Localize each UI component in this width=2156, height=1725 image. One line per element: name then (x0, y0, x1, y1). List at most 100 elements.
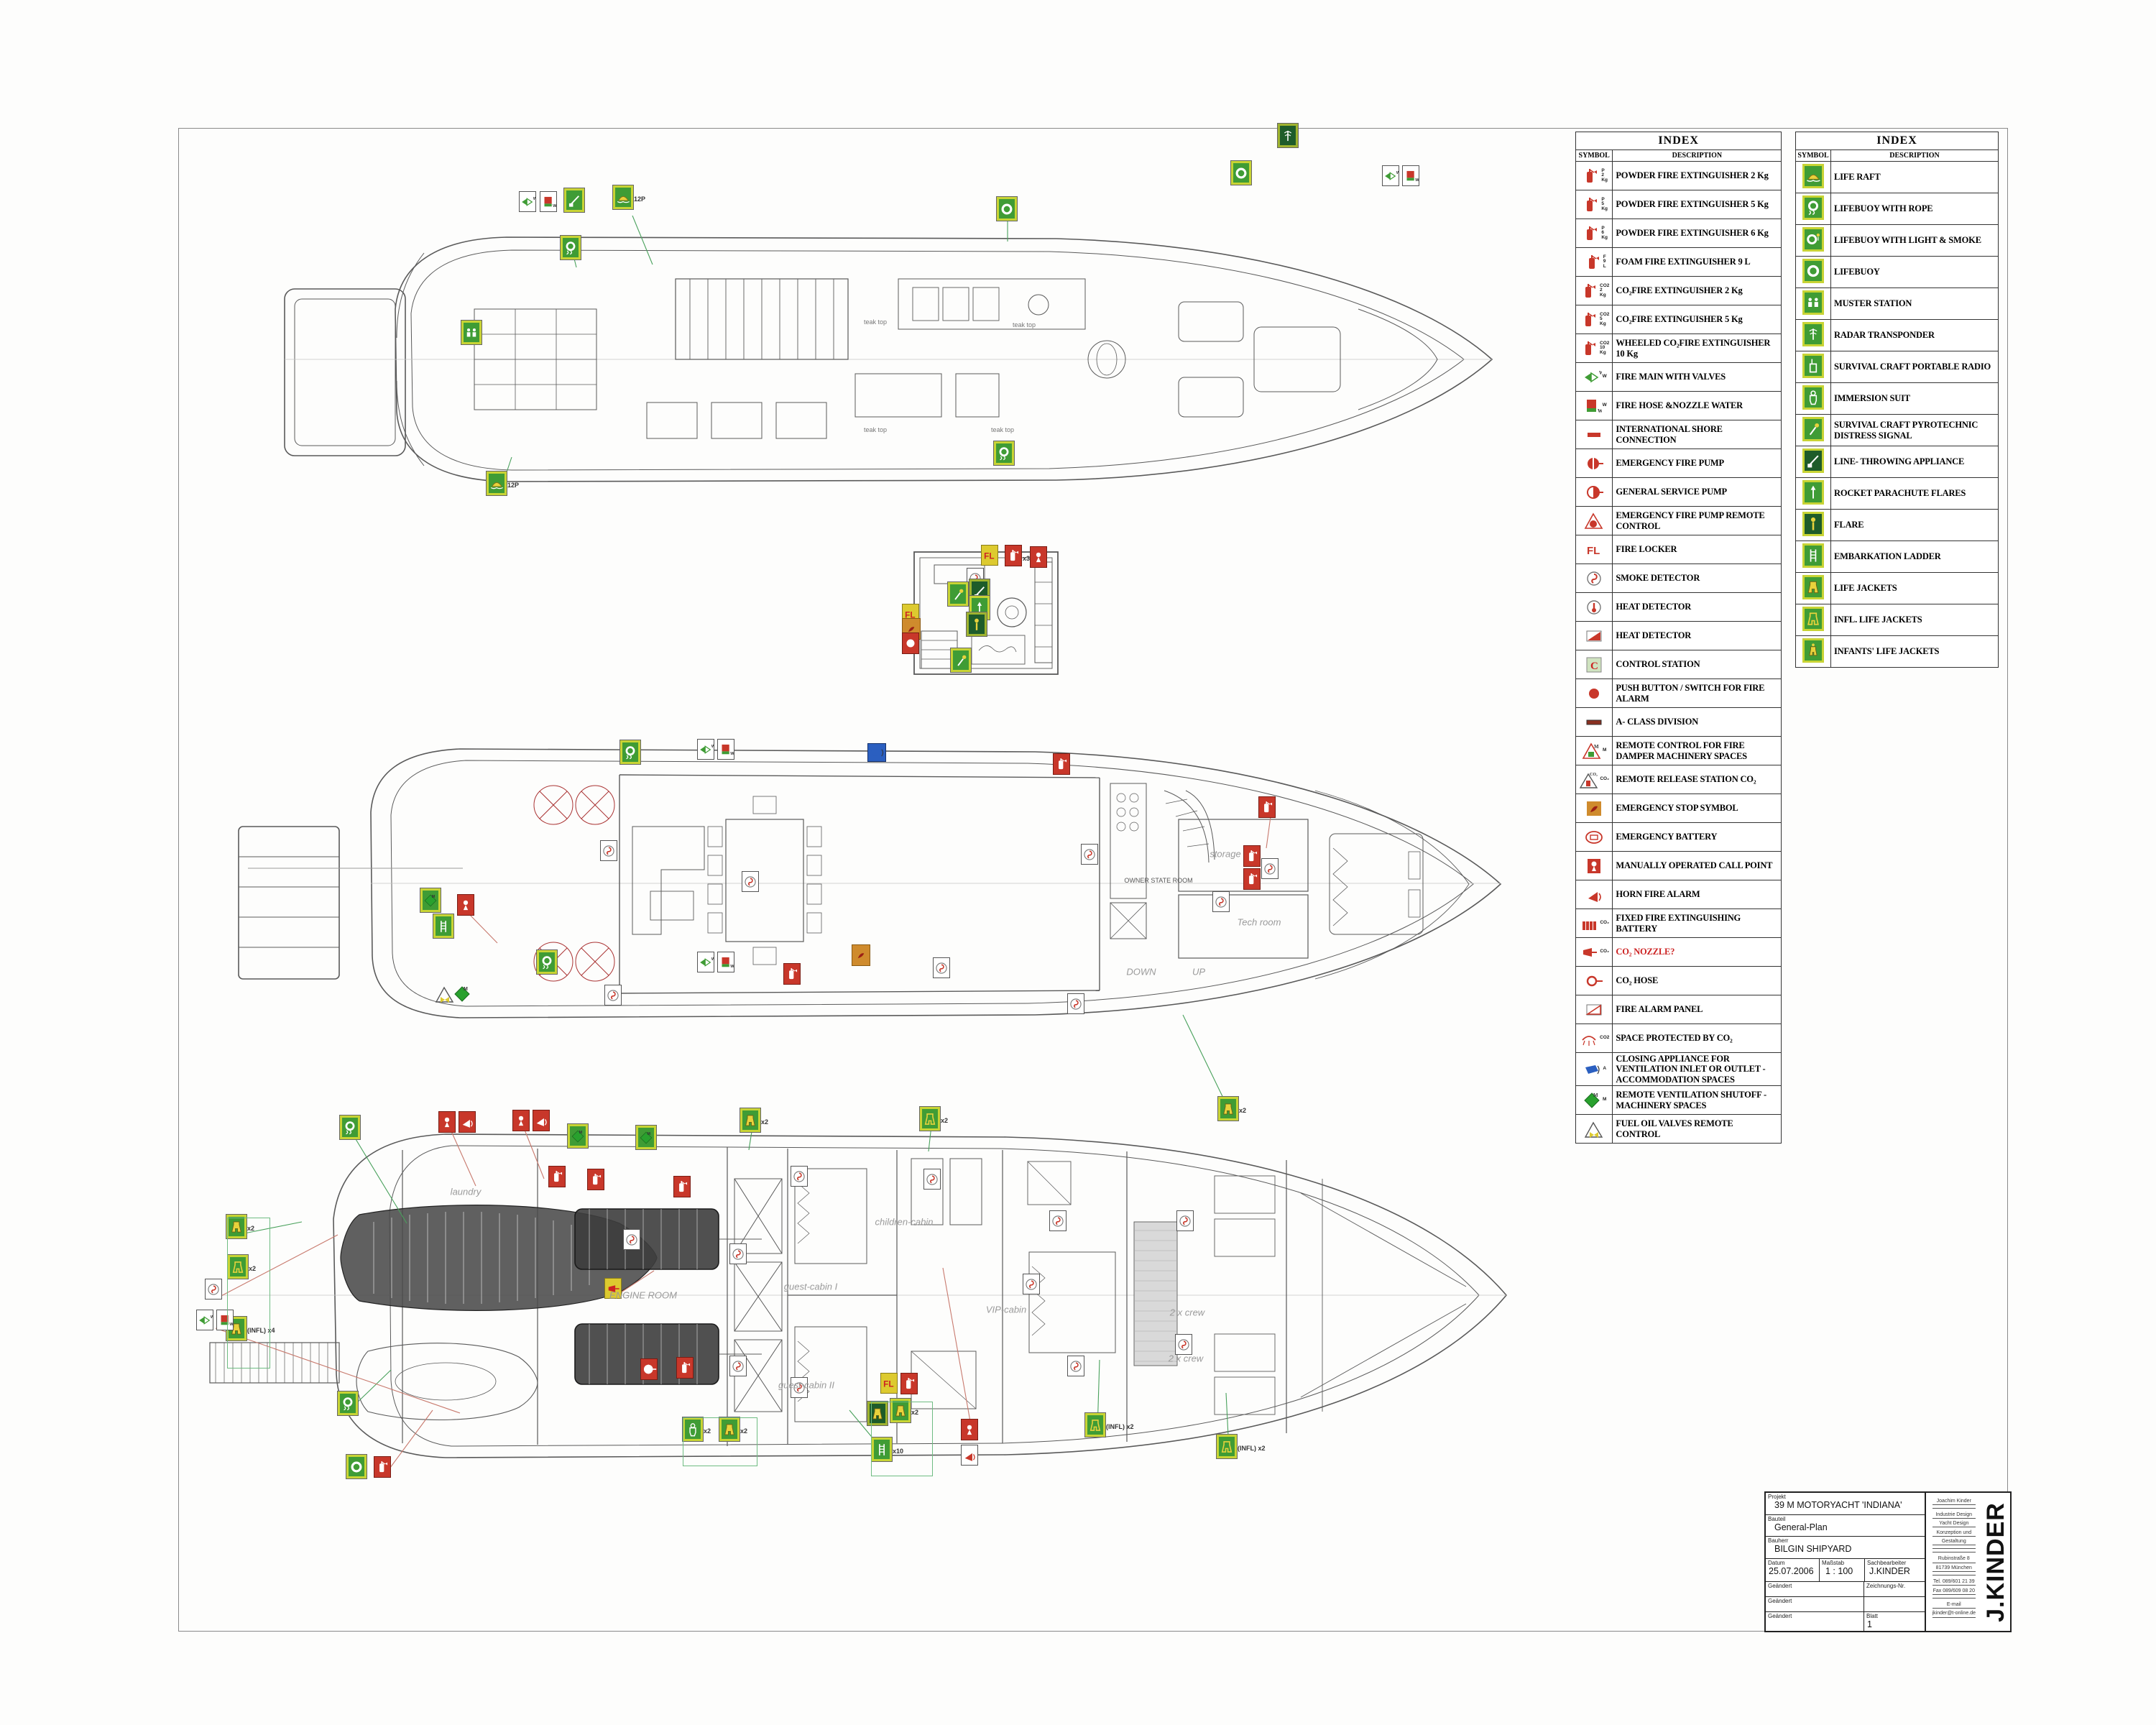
fh-marker-icon: W (540, 191, 557, 212)
svg-text:W: W (229, 1322, 233, 1327)
lbuoy-marker-icon (346, 1454, 367, 1479)
co2space-icon: CO2 (1575, 1024, 1613, 1053)
svg-text:W: W (1598, 408, 1602, 414)
empump-icon (1575, 448, 1613, 478)
mocp-icon (1575, 851, 1613, 880)
title-block: Projekt 39 M MOTORYACHT 'INDIANA' Bautei… (1764, 1491, 2012, 1632)
sdet-marker-icon (1175, 1334, 1192, 1355)
isc-icon (1575, 420, 1613, 449)
fap-icon (1575, 995, 1613, 1024)
lbrope-marker-icon (536, 949, 558, 975)
sdet-marker-icon (1081, 844, 1098, 865)
ebat-icon (1575, 822, 1613, 852)
index-fire-row-desc: CLOSING APPLIANCE FOR VENTILATION INLET … (1612, 1052, 1782, 1087)
fl-marker-icon: FL (880, 1373, 898, 1394)
index-fire-row-desc: REMOTE RELEASE STATION CO₂ (1612, 765, 1782, 794)
ext-marker-icon (374, 1456, 391, 1478)
co2noz-marker-icon (604, 1278, 622, 1299)
marker-count-label: 12P (634, 196, 646, 203)
index-lsa-row: INFL. LIFE JACKETS (1795, 604, 1999, 636)
index-fire-row-desc: WHEELED CO₂FIRE EXTINGUISHER 10 Kg (1612, 334, 1782, 363)
bauteil-label: Bauteil (1768, 1515, 1786, 1522)
sdet-marker-icon (742, 871, 759, 892)
index-lsa-row-desc: LIFEBUOY WITH ROPE (1830, 193, 1999, 225)
marker-count-label: x2 (249, 1265, 257, 1272)
index-fire-row: EMERGENCY FIRE PUMP (1575, 448, 1782, 478)
svg-text:M: M (1594, 744, 1599, 750)
index-lsa-row: LIFEBUOY WITH ROPE (1795, 193, 1999, 225)
ext-marker-icon (783, 963, 801, 985)
lbuoy-marker-icon (1230, 160, 1252, 185)
mocp-marker-icon (961, 1419, 978, 1440)
index-lsa-row-desc: FLARE (1830, 509, 1999, 541)
title-block-fields: Projekt 39 M MOTORYACHT 'INDIANA' Bautei… (1766, 1493, 1926, 1631)
index-fire-row-desc: REMOTE CONTROL FOR FIRE DAMPER MACHINERY… (1612, 736, 1782, 765)
index-fire-row-desc: EMERGENCY STOP SYMBOL (1612, 794, 1782, 823)
marker-count-label: x2 (761, 1118, 769, 1126)
index-fire-row-desc: FIRE ALARM PANEL (1612, 995, 1782, 1024)
index-fire-row-desc: FIXED FIRE EXTINGUISHING BATTERY (1612, 908, 1782, 938)
datum-value: 25.07.2006 (1769, 1565, 1814, 1576)
sachbearbeiter-label: Sachbearbeiter (1867, 1559, 1907, 1566)
designer-stamp-line: 81739 München (1932, 1565, 1976, 1573)
index-lsa-row: LIFEBUOY WITH LIGHT & SMOKE (1795, 224, 1999, 257)
index-lsa-row-desc: LIFEBUOY WITH LIGHT & SMOKE (1830, 224, 1999, 257)
index-lsa-row: LIFE JACKETS (1795, 572, 1999, 604)
sdet-marker-icon (1067, 1356, 1084, 1376)
rocket-icon (1795, 477, 1831, 510)
room-label: laundry (450, 1186, 482, 1197)
index-lsa-row: EMBARKATION LADDER (1795, 540, 1999, 573)
marker-count-label: (INFL) x4 (247, 1327, 275, 1334)
marker-count-label: x10 (893, 1448, 904, 1455)
index-lsa-row-desc: SURVIVAL CRAFT PORTABLE RADIO (1830, 351, 1999, 383)
room-label: teak top (863, 426, 888, 433)
fl-icon: FL (1575, 535, 1613, 564)
index-lsa-row-desc: ROCKET PARACHUTE FLARES (1830, 477, 1999, 510)
svg-text:W: W (711, 744, 714, 748)
geaendert-label-1: Geändert (1768, 1582, 1792, 1589)
sdet-marker-icon (604, 985, 622, 1006)
raft-marker-icon: 12P (612, 185, 646, 210)
room-label: OWNER STATE ROOM (1124, 877, 1193, 884)
lblight-icon (1795, 224, 1831, 257)
blatt-value: 1 (1867, 1619, 1872, 1629)
bauherr-label: Bauherr (1768, 1537, 1789, 1545)
designer-stamp-line: E-mail (1932, 1601, 1976, 1609)
mocp-marker-icon (512, 1110, 530, 1131)
sdet-marker-icon (1049, 1210, 1067, 1231)
estop-marker-icon (852, 944, 870, 966)
sdet-marker-icon (933, 957, 950, 978)
room-label: VIP-cabin (985, 1304, 1027, 1315)
ext-marker-icon (676, 1357, 694, 1379)
index-fire-row-desc: HORN FIRE ALARM (1612, 880, 1782, 909)
room-label: teak top (990, 426, 1015, 433)
room-label: ENGINE ROOM (609, 1289, 677, 1301)
divider (1932, 1548, 1976, 1550)
fov-icon (1575, 1114, 1613, 1144)
index-lsa-row-desc: LIFE JACKETS (1830, 572, 1999, 604)
svg-text:M: M (1593, 1092, 1598, 1098)
room-label: guest-cabin I (783, 1281, 838, 1292)
imm-marker-icon: x2 (682, 1417, 711, 1442)
ext-marker-icon (900, 1373, 918, 1394)
index-lsa-row-desc: INFANTS' LIFE JACKETS (1830, 635, 1999, 668)
mocp-marker-icon (1030, 546, 1047, 568)
lj-marker-icon: (INFL) x4 (226, 1316, 275, 1341)
marker-count-label: x2 (704, 1427, 711, 1435)
marker-group-frame (227, 1218, 270, 1368)
infj-icon (1795, 635, 1831, 668)
svg-text:FL: FL (1587, 545, 1600, 557)
index-fire-row: FUEL OIL VALVES REMOTE CONTROL (1575, 1114, 1782, 1144)
designer-stamp-line: Rubinstraße 8 (1932, 1555, 1976, 1563)
